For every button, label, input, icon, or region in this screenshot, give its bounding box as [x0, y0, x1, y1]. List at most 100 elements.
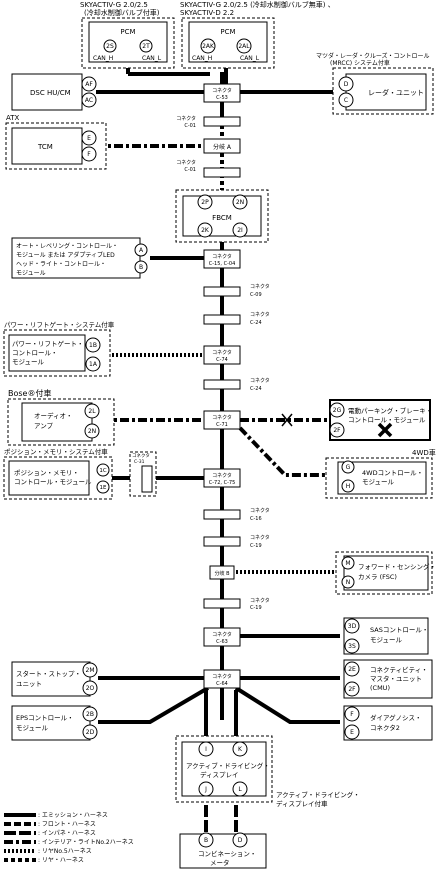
- add-pin-label: L: [238, 786, 242, 793]
- fsc-pin: [341, 556, 355, 570]
- pcm1-can-l: CAN_L: [142, 55, 162, 62]
- diag-label-1: ダイアグノシス・: [370, 713, 422, 722]
- pcm2-pin: [236, 38, 252, 54]
- meter-label-1: コンビネーション・: [198, 849, 256, 858]
- joint-a: [203, 138, 241, 154]
- cmu-pin-label: 2E: [348, 666, 356, 673]
- sas-pin: [344, 618, 360, 634]
- ss-pin-label: 2M: [86, 667, 95, 674]
- diag-wire: [234, 686, 340, 724]
- add-label-2: ディスプレイ: [200, 770, 239, 779]
- dsc-pin-label: AF: [85, 81, 93, 88]
- headlight-control-module: [11, 237, 141, 279]
- diag-pin-label: E: [350, 729, 354, 736]
- epb-label-2: コントロール・モジュール: [348, 416, 426, 424]
- connector-c24-lower: [203, 379, 241, 390]
- plg-pin-label: 1B: [89, 342, 97, 349]
- mrcc-note: マツダ・レーダ・クルーズ・コントロール: [316, 52, 430, 60]
- joint-b-label: 分岐 B: [214, 570, 230, 577]
- epb-pin-label: 2G: [333, 407, 342, 414]
- awd-note: 4WD車: [412, 448, 436, 457]
- dsc-hu-cm-module: [11, 73, 83, 111]
- ss-pin: [82, 662, 98, 678]
- als-label-4: モジュール: [16, 270, 46, 277]
- pcm2-pin-label: 2AL: [238, 43, 250, 50]
- connector-word: コネクタ: [250, 311, 270, 318]
- diag-pin-label: F: [350, 711, 354, 718]
- awd-label-2: モジュール: [362, 478, 395, 486]
- connector-word: コネクタ: [212, 631, 232, 638]
- plg-label-1: パワー・リフトゲート・: [12, 339, 84, 348]
- sas-label-1: SASコントロール・: [370, 626, 428, 634]
- harness-legend: : エミッション・ハーネス : フロント・ハーネス : インパネ・ハーネス : …: [4, 812, 134, 864]
- pcm2-can-h: CAN_H: [192, 55, 212, 62]
- awd-pin: [341, 479, 355, 493]
- radar-pin-label: D: [344, 81, 349, 88]
- tcm-pin: [81, 130, 97, 146]
- mem-pin: [96, 463, 110, 477]
- connector-c09: [203, 286, 241, 297]
- connector-word: コネクタ: [250, 377, 270, 384]
- connector-word: コネクタ: [212, 673, 232, 680]
- connector-word: コネクタ: [250, 534, 270, 541]
- connector-word: コネクタ: [250, 283, 270, 290]
- sas-pin-label: 3D: [348, 623, 357, 630]
- wire-break-marker: [281, 413, 293, 427]
- ss-pin-label: 2O: [86, 685, 95, 692]
- tcm-module: [11, 127, 83, 165]
- meter-pin: [198, 832, 214, 848]
- pcm2-can-l: CAN_L: [240, 55, 260, 62]
- ss-pin: [82, 680, 98, 696]
- fsc-label-2: カメラ (FSC): [358, 573, 397, 581]
- connector-word: コネクタ: [176, 115, 196, 122]
- epb-pin-label: 2F: [333, 427, 341, 434]
- connector-word: コネクタ: [250, 507, 270, 514]
- audio-pin-label: 2N: [88, 428, 96, 435]
- als-pin-label: B: [139, 264, 143, 271]
- eps-pin-label: 2B: [86, 711, 94, 718]
- meter-pin-label: B: [204, 837, 208, 844]
- start-stop-unit: [11, 661, 91, 697]
- tcm-pin-label: F: [87, 151, 91, 158]
- als-pin: [134, 243, 148, 257]
- connector-c53-label: C-53: [216, 95, 228, 101]
- eps-pin-label: 2D: [86, 729, 95, 736]
- audio-pin: [84, 423, 100, 439]
- eps-pin: [82, 724, 98, 740]
- combination-meter: [179, 833, 267, 869]
- fsc-pin-label: N: [346, 579, 351, 586]
- wiring: [96, 62, 342, 838]
- epb-pin: [329, 422, 345, 438]
- dsc-label: DSC HU/CM: [30, 89, 71, 97]
- cmu-pin-label: 2F: [348, 686, 356, 693]
- fbcm-pin-label: 2N: [236, 199, 244, 206]
- als-pin: [134, 260, 148, 274]
- audio-pin-label: 2L: [88, 408, 96, 415]
- connector-c72: [203, 468, 241, 488]
- diag-pin: [344, 706, 360, 722]
- connector-c63: [203, 627, 241, 647]
- als-pin-label: A: [139, 247, 144, 254]
- add-pin: [232, 781, 248, 797]
- connector-c01-lower: [203, 167, 241, 178]
- pcm1-note2: (冷却水制御バルブ付車): [84, 8, 160, 17]
- mrcc-note2: (MRCC) システム付車: [330, 59, 390, 67]
- connector-c16-label: C-16: [250, 516, 262, 522]
- power-liftgate-module: [8, 334, 86, 372]
- connector-c71-label: C-71: [216, 422, 228, 428]
- awd-pin-label: H: [346, 483, 351, 490]
- fbcm-pin-label: 2P: [201, 199, 209, 206]
- connector-c74: [203, 345, 241, 365]
- mem-note: ポジション・メモリ・システム付車: [4, 447, 108, 456]
- sas-pin: [344, 638, 360, 654]
- connector-c19-lower-label: C-19: [250, 605, 262, 611]
- epb-module: [329, 399, 431, 441]
- connector-word: コネクタ: [212, 87, 232, 94]
- connector-word: コネクタ: [176, 159, 196, 166]
- eps-label-1: EPSコントロール・: [16, 714, 74, 722]
- connector-c24-lower-label: C-24: [250, 386, 262, 392]
- cmu-label-3: (CMU): [370, 684, 390, 692]
- fsc-pin-label: M: [345, 560, 350, 567]
- pcm1-can-h: CAN_H: [93, 55, 113, 62]
